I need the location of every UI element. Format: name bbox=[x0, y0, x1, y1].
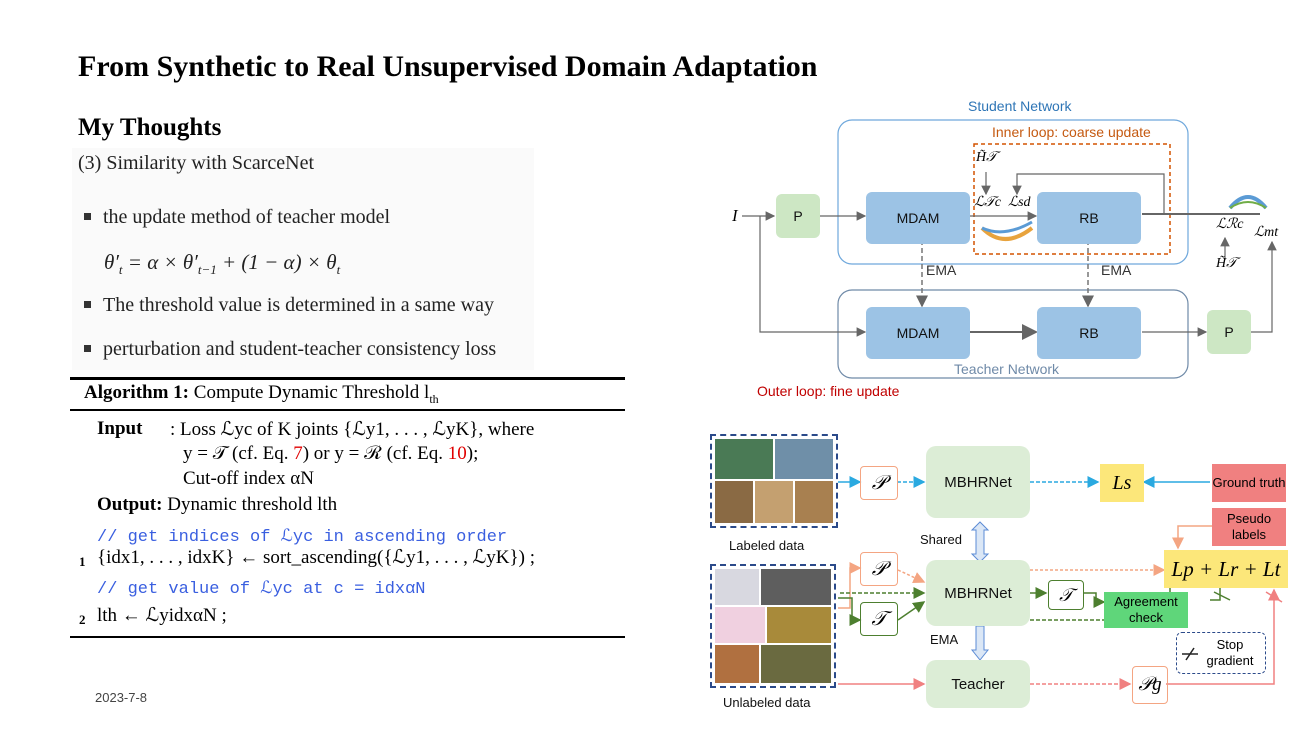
l-rc-symbol: ℒℛc bbox=[1216, 217, 1244, 232]
supervised-loss-box: Ls bbox=[1100, 464, 1144, 502]
unlabeled-data-images bbox=[710, 564, 836, 688]
algorithm-mid-rule bbox=[70, 409, 625, 411]
line-number-1: 1 bbox=[79, 554, 86, 569]
p-box-student: P bbox=[776, 194, 820, 238]
animal-image bbox=[775, 439, 833, 479]
teacher-network-label: Teacher Network bbox=[954, 361, 1060, 377]
ema-label-1: EMA bbox=[926, 262, 957, 278]
labeled-data-images bbox=[710, 434, 838, 528]
algorithm-comment-1: // get indices of ℒyc in ascending order bbox=[97, 528, 508, 547]
animal-image bbox=[715, 645, 759, 683]
slide-title: From Synthetic to Real Unsupervised Doma… bbox=[78, 50, 818, 83]
inner-loop-label: Inner loop: coarse update bbox=[992, 124, 1151, 140]
outer-loop-label: Outer loop: fine update bbox=[757, 383, 900, 399]
similarity-heading: (3) Similarity with ScarceNet bbox=[78, 152, 315, 174]
mbhrnet-diagram bbox=[838, 476, 1283, 690]
inner-loop-frame bbox=[973, 143, 1171, 255]
labeled-data-caption: Labeled data bbox=[729, 538, 805, 553]
algorithm-line-1: {idx1, . . . , idxK} ← sort_ascending({ℒ… bbox=[97, 547, 536, 568]
l-tc-symbol: ℒ𝒯c bbox=[974, 195, 1002, 210]
ground-truth-box: Ground truth bbox=[1212, 464, 1286, 502]
eq-ref-10[interactable]: 10 bbox=[447, 443, 467, 464]
eq-ref-7[interactable]: 7 bbox=[293, 443, 303, 464]
animal-image bbox=[767, 607, 831, 643]
algorithm-header: Algorithm 1: Compute Dynamic Threshold l… bbox=[84, 382, 439, 406]
pseudo-labels-box: Pseudo labels bbox=[1212, 508, 1286, 546]
algorithm-input: Input bbox=[97, 418, 143, 439]
slide-date: 2023-7-8 bbox=[95, 690, 148, 705]
p-box-teacher: P bbox=[1207, 310, 1251, 354]
input-symbol: I bbox=[732, 206, 738, 225]
algorithm-output: Output: Dynamic threshold lth bbox=[97, 494, 338, 515]
animal-image bbox=[715, 481, 753, 523]
bullet-icon bbox=[84, 344, 91, 352]
algorithm-input-line1: : Loss ℒyc of K joints {ℒy1, . . . , ℒyK… bbox=[170, 419, 535, 440]
algorithm-comment-2: // get value of ℒyc at c = idxαN bbox=[97, 580, 426, 599]
student-teacher-diagram bbox=[742, 119, 1277, 379]
animal-image bbox=[715, 607, 765, 643]
perturbation-p-unlabeled: 𝒫 bbox=[860, 552, 898, 586]
perturbation-pg: 𝒫g bbox=[1132, 666, 1168, 704]
teacher-box: Teacher bbox=[926, 660, 1030, 708]
h-tilde-t-symbol-2: H̃𝒯 bbox=[1216, 256, 1237, 271]
shared-label: Shared bbox=[920, 532, 962, 547]
algorithm-line-2: lth ← ℒyidxαN ; bbox=[97, 605, 227, 626]
unlabeled-data-caption: Unlabeled data bbox=[723, 695, 811, 710]
similarity-panel bbox=[72, 148, 534, 370]
l-mt-symbol: ℒmt bbox=[1254, 225, 1279, 240]
animal-image bbox=[761, 645, 831, 683]
algorithm-top-rule bbox=[70, 377, 625, 380]
rb-box-student: RB bbox=[1037, 192, 1141, 244]
bullet-item: the update method of teacher model bbox=[84, 206, 390, 229]
algorithm-input-line3: Cut-off index αN bbox=[183, 468, 314, 489]
ema-label-2: EMA bbox=[1101, 262, 1132, 278]
stop-gradient-legend: Stop gradient bbox=[1176, 632, 1266, 674]
mdam-box-teacher: MDAM bbox=[866, 307, 970, 359]
student-network-label: Student Network bbox=[968, 98, 1072, 114]
perturbation-p-labeled: 𝒫 bbox=[860, 466, 898, 500]
mdam-box-student: MDAM bbox=[866, 192, 970, 244]
agreement-check-box: Agreement check bbox=[1104, 592, 1188, 628]
ema-label-bottom: EMA bbox=[930, 632, 959, 647]
bullet-icon bbox=[84, 212, 91, 220]
section-subtitle: My Thoughts bbox=[78, 114, 222, 141]
animal-image bbox=[715, 569, 759, 605]
h-tilde-t-symbol: H̃𝒯 bbox=[976, 150, 997, 165]
transform-t-output: 𝒯 bbox=[1048, 580, 1084, 610]
algorithm-bottom-rule bbox=[70, 636, 625, 638]
student-network-frame bbox=[837, 119, 1189, 265]
bullet-item: perturbation and student-teacher consist… bbox=[84, 338, 496, 361]
transform-t-unlabeled: 𝒯 bbox=[860, 602, 898, 636]
algorithm-input-line2: y = 𝒯 (cf. Eq. 7) or y = ℛ (cf. Eq. 10); bbox=[183, 443, 479, 464]
combined-loss-box: Lp + Lr + Lt bbox=[1164, 550, 1288, 588]
animal-image bbox=[761, 569, 831, 605]
animal-image bbox=[755, 481, 793, 523]
ema-formula: θ′t = α × θ′t−1 + (1 − α) × θt bbox=[104, 250, 341, 278]
mbhrnet-labeled-box: MBHRNet bbox=[926, 446, 1030, 518]
animal-image bbox=[795, 481, 833, 523]
animal-image bbox=[715, 439, 773, 479]
line-number-2: 2 bbox=[79, 612, 86, 627]
teacher-network-frame bbox=[837, 289, 1189, 379]
bullet-item: The threshold value is determined in a s… bbox=[84, 294, 494, 317]
bullet-icon bbox=[84, 300, 91, 308]
mbhrnet-unlabeled-box: MBHRNet bbox=[926, 560, 1030, 626]
rb-box-teacher: RB bbox=[1037, 307, 1141, 359]
l-sd-symbol: ℒsd bbox=[1008, 195, 1031, 210]
